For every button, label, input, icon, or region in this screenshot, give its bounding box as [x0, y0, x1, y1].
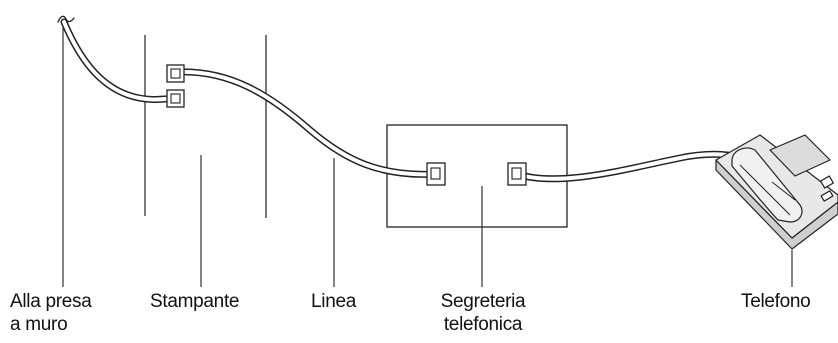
wall-outlet-label: Alla presa a muro [10, 290, 92, 336]
line-label: Linea [311, 291, 356, 312]
printer-label: Stampante [150, 291, 240, 312]
callout-lines [62, 28, 793, 287]
printer-outline [144, 35, 267, 218]
wall-cable [57, 15, 180, 103]
wall-outlet-label-line1: Alla presa [10, 291, 92, 312]
answering-machine-label-line1: Segreteria [440, 291, 526, 312]
line-cable [174, 68, 440, 178]
telephone-icon [715, 134, 838, 250]
printer-phone-port-icon [166, 89, 185, 108]
answering-machine-in-jack-icon [426, 162, 446, 186]
answering-machine-label-line2: telefonica [443, 314, 523, 335]
wall-outlet-label-line2: a muro [10, 314, 68, 335]
printer-line-port-icon [166, 64, 185, 83]
telephone-cable [513, 150, 746, 183]
answering-machine-out-jack-icon [507, 162, 527, 186]
telephone-label: Telefono [741, 291, 811, 312]
answering-machine-label: Segreteria telefonica [430, 290, 536, 336]
